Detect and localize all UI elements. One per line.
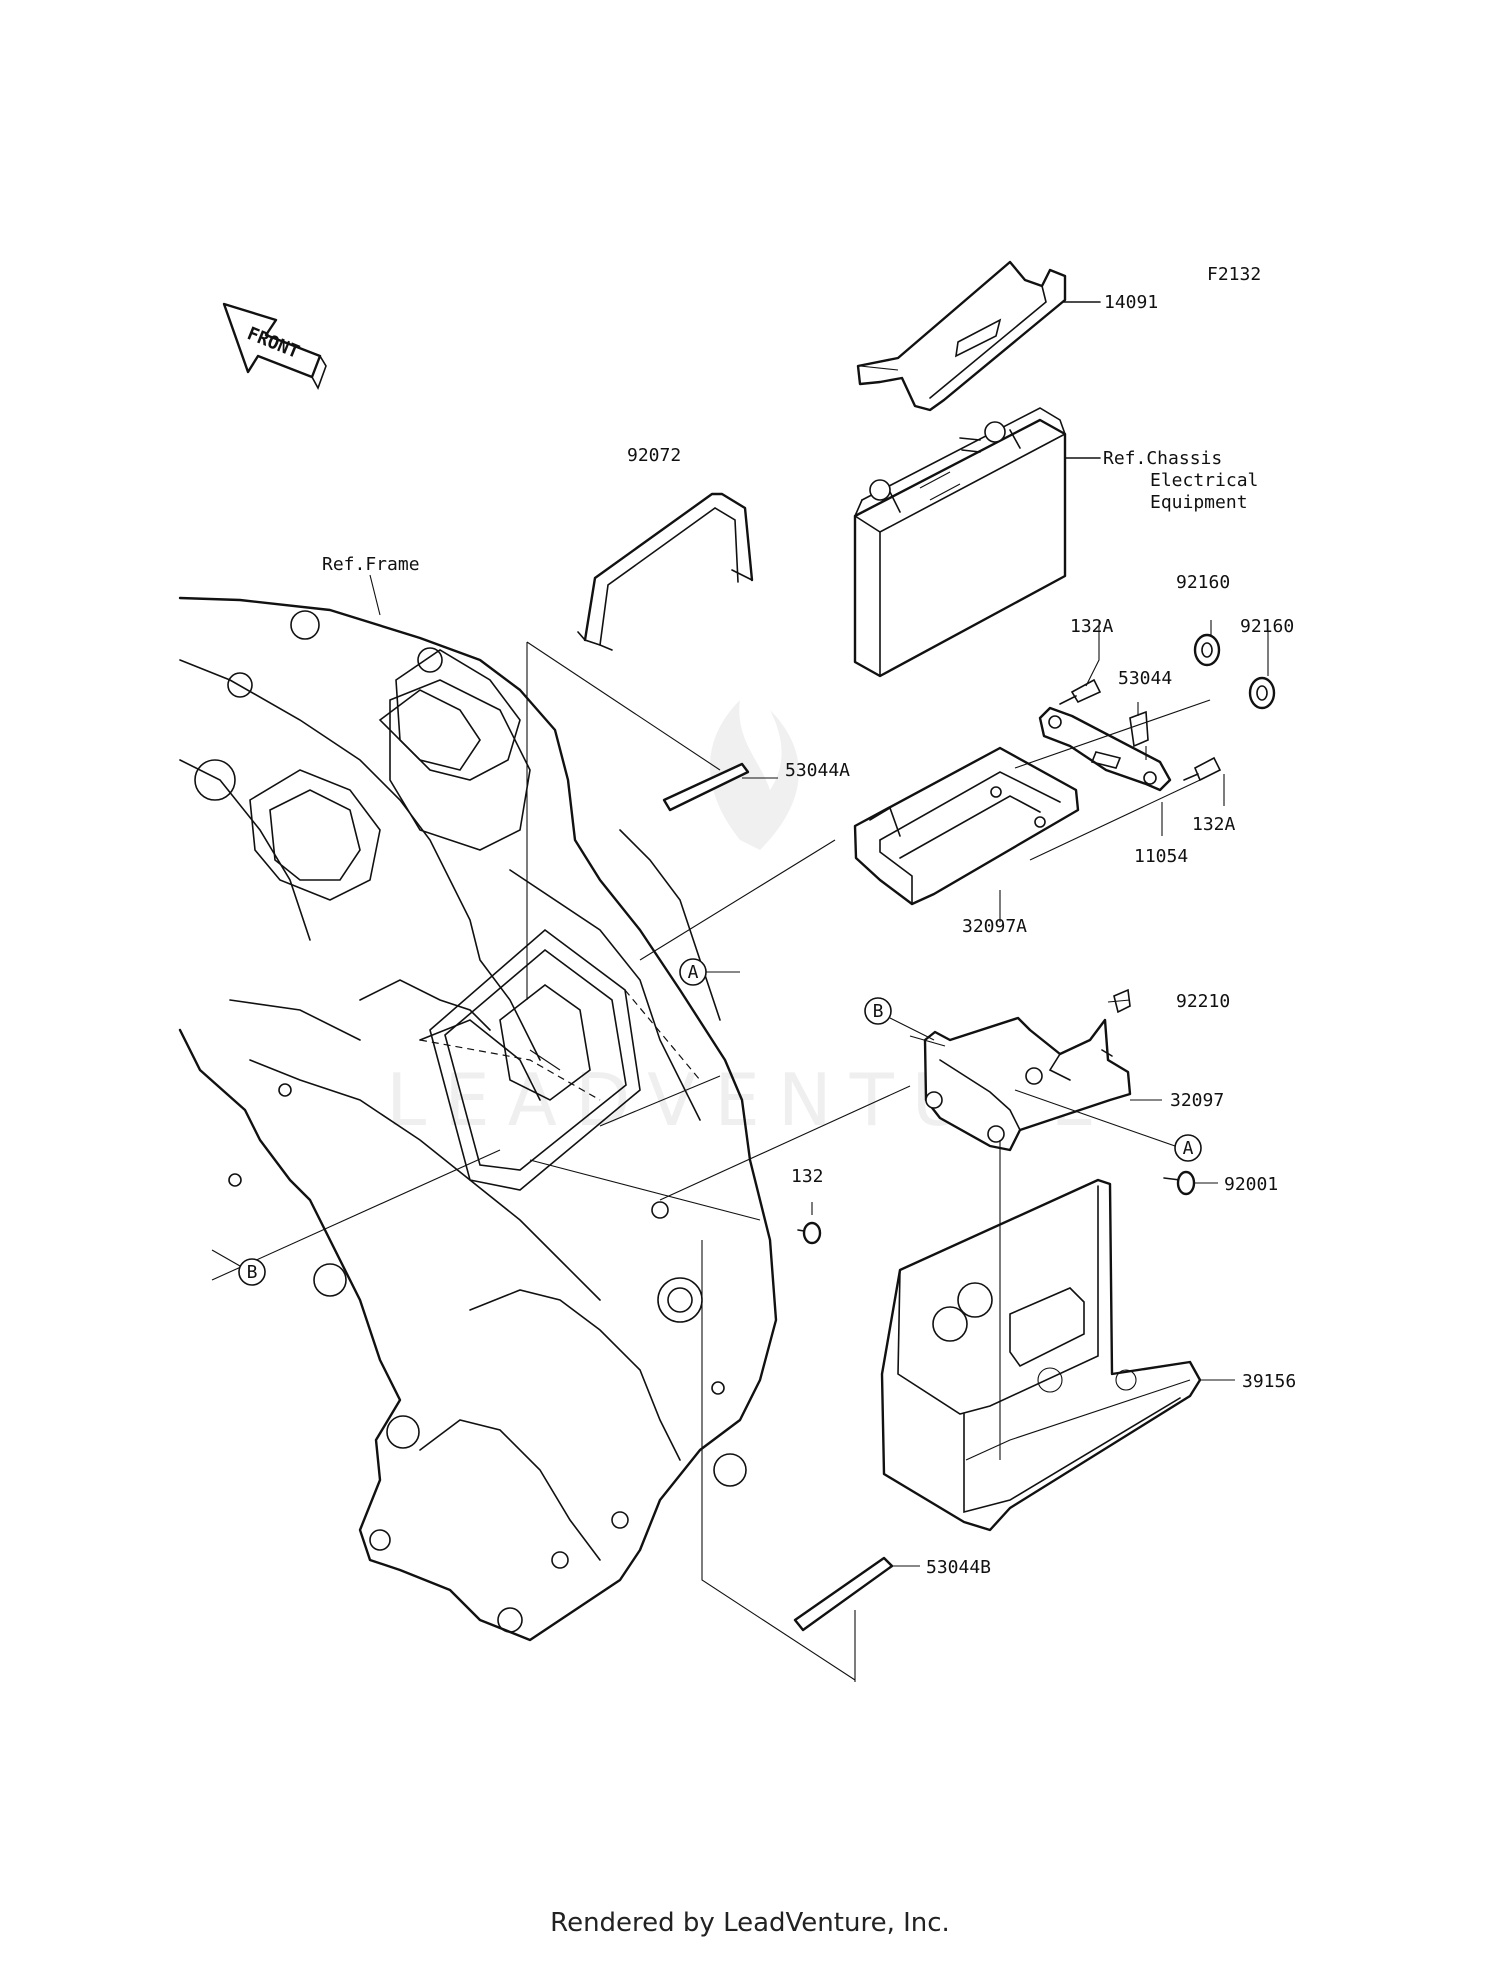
bolt-132: [797, 1221, 822, 1245]
label-92160-b: 92160: [1240, 616, 1294, 637]
front-arrow-icon: FRONT: [222, 302, 327, 390]
bracket-11054: [1038, 706, 1172, 792]
label-92072: 92072: [627, 445, 681, 466]
label-92001: 92001: [1224, 1174, 1278, 1195]
rubber-53044: [1129, 710, 1149, 748]
svg-text:B: B: [873, 1001, 884, 1022]
battery-cover-14091: [856, 260, 1067, 412]
label-11054: 11054: [1134, 846, 1188, 867]
cover-39156: [880, 1178, 1202, 1532]
label-53044A: 53044A: [785, 760, 850, 781]
bolt-132A-bottom: [1183, 756, 1222, 782]
label-132A-top: 132A: [1070, 616, 1114, 637]
label-132A-bottom: 132A: [1192, 814, 1236, 835]
nut-92160-b: [1248, 676, 1276, 710]
label-32097A: 32097A: [962, 916, 1027, 937]
label-ref-chassis-2: Electrical: [1150, 470, 1258, 491]
label-32097: 32097: [1170, 1090, 1224, 1111]
label-14091: 14091: [1104, 292, 1158, 313]
rubber-53044B: [793, 1556, 894, 1632]
battery: [853, 407, 1067, 678]
callout-b-frame: B: [211, 1249, 266, 1286]
callout-b-bracket: B: [864, 997, 935, 1041]
callout-a-frame: A: [679, 958, 740, 986]
label-92160-a: 92160: [1176, 572, 1230, 593]
bolt-132A-top: [1059, 678, 1102, 705]
svg-text:A: A: [688, 962, 699, 983]
bracket-32097: [923, 1016, 1132, 1152]
footer-credit: Rendered by LeadVenture, Inc.: [550, 1908, 950, 1938]
frame: [178, 596, 778, 1642]
label-132: 132: [791, 1166, 824, 1187]
rubber-53044A: [662, 762, 750, 812]
label-53044: 53044: [1118, 668, 1172, 689]
label-ref-chassis-1: Ref.Chassis: [1103, 448, 1222, 469]
callout-a-bracket: A: [1174, 1134, 1202, 1162]
part-labels: 14091 92072 Ref.Chassis Electrical Equip…: [322, 292, 1296, 1578]
svg-text:B: B: [247, 1262, 258, 1283]
diagram-code: F2132: [1207, 264, 1261, 285]
label-53044B: 53044B: [926, 1557, 991, 1578]
leader-lines: [211, 301, 1269, 1682]
label-92210: 92210: [1176, 991, 1230, 1012]
nut-92160-a: [1193, 633, 1221, 667]
bolt-92001: [1163, 1170, 1196, 1196]
battery-strap-92072: [577, 492, 754, 651]
battery-case-32097A: [853, 746, 1080, 906]
svg-text:A: A: [1183, 1138, 1194, 1159]
label-39156: 39156: [1242, 1371, 1296, 1392]
label-ref-chassis-3: Equipment: [1150, 492, 1248, 513]
label-ref-frame: Ref.Frame: [322, 554, 420, 575]
